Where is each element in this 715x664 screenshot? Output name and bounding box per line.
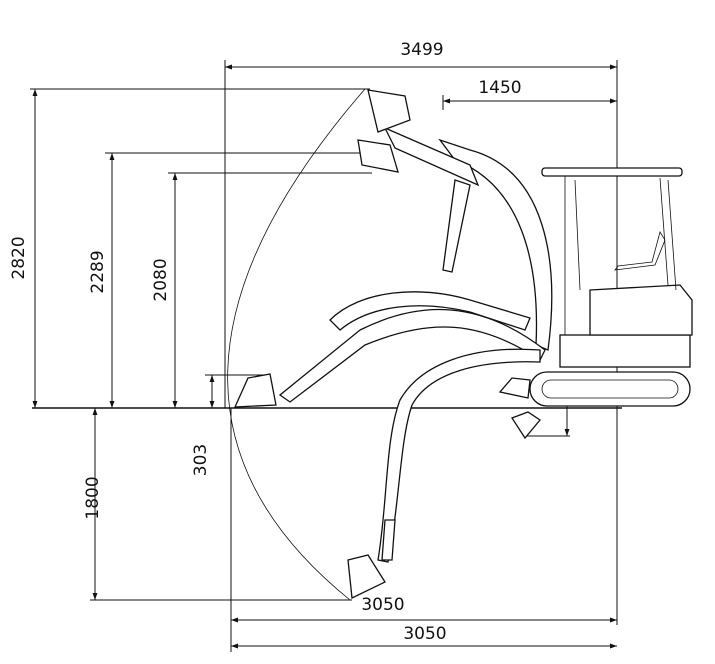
boom-raised [438, 138, 553, 351]
bucket-lowered [347, 554, 386, 599]
reach-envelope-arc [227, 88, 366, 601]
cylinder-lowered [381, 519, 396, 561]
canopy-roof [541, 167, 683, 177]
seat [614, 231, 666, 271]
engine-hood [589, 284, 693, 336]
cylinder-raised [442, 179, 471, 273]
dim-label-3499: 3499 [400, 40, 443, 60]
dim-label-303: 303 [191, 444, 211, 476]
bucket-raised-1 [367, 89, 411, 133]
upper-structure [559, 334, 691, 368]
track [529, 371, 691, 407]
dim-label-2820: 2820 [9, 236, 29, 279]
bucket-horizontal [233, 373, 277, 408]
dim-label-2289: 2289 [88, 250, 108, 293]
canopy [564, 175, 677, 335]
dim-label-2080: 2080 [151, 258, 171, 301]
dozer-blade [498, 377, 531, 399]
boom-lowered [377, 348, 541, 563]
dim-label-3050-ground: 3050 [403, 624, 446, 644]
arm-horizontal [329, 291, 531, 331]
dim-label-1800: 1800 [83, 476, 103, 519]
bucket-raised-2 [357, 139, 399, 173]
arm-raised [383, 126, 480, 187]
dim-label-1450: 1450 [478, 78, 521, 98]
dimension-arrows [32, 64, 617, 649]
excavator-machine [233, 89, 693, 599]
dim-label-3050-depth: 3050 [361, 595, 404, 615]
